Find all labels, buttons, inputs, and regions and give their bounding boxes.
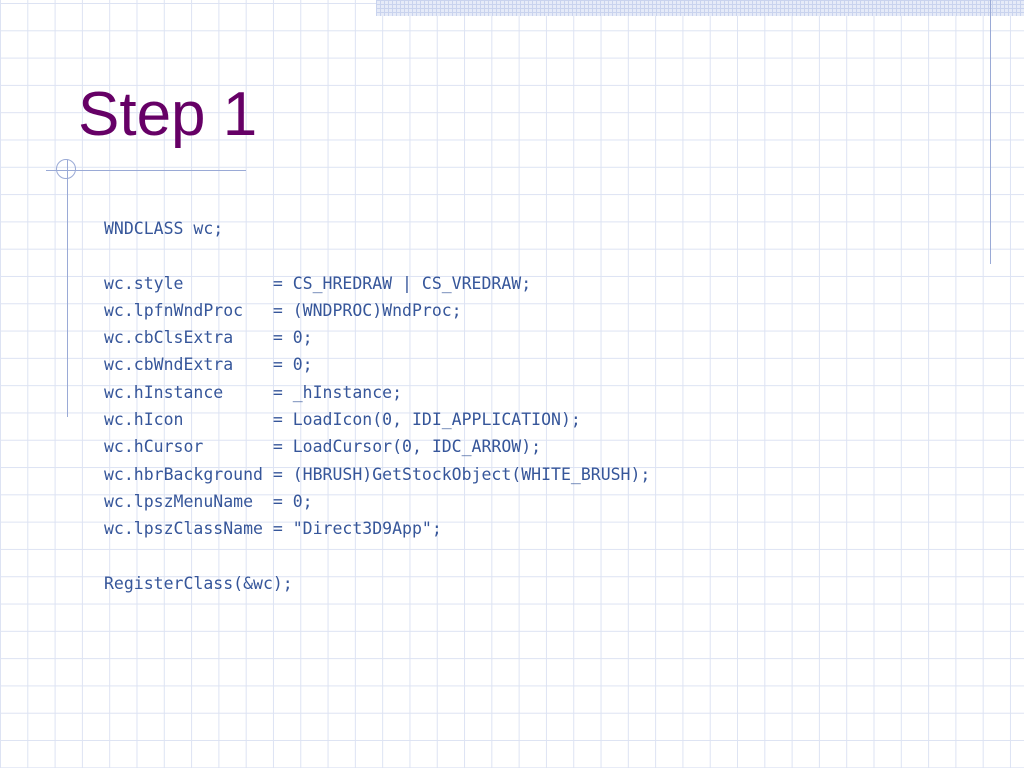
code-line-blank xyxy=(104,543,650,570)
code-line: wc.cbClsExtra = 0; xyxy=(104,328,313,348)
slide-title: Step 1 xyxy=(78,80,258,149)
decorative-left-rule xyxy=(67,160,68,417)
code-line: wc.style = CS_HREDRAW | CS_VREDRAW; xyxy=(104,273,532,293)
code-line: wc.hIcon = LoadIcon(0, IDI_APPLICATION); xyxy=(104,410,581,430)
code-line: wc.hbrBackground = (HBRUSH)GetStockObjec… xyxy=(104,464,651,484)
decorative-ring-icon xyxy=(56,159,76,179)
code-line: WNDCLASS wc; xyxy=(104,219,224,238)
code-line: wc.lpszMenuName = 0; xyxy=(104,491,313,511)
code-block: WNDCLASS wc; wc.style = CS_HREDRAW | CS_… xyxy=(104,215,650,597)
code-line: wc.hCursor = LoadCursor(0, IDC_ARROW); xyxy=(104,437,542,457)
code-line-blank xyxy=(104,242,650,269)
code-line: wc.lpszClassName = "Direct3D9App"; xyxy=(104,519,442,539)
code-line: wc.lpfnWndProc = (WNDPROC)WndProc; xyxy=(104,300,462,320)
decorative-top-band xyxy=(376,0,1024,16)
decorative-right-rule xyxy=(990,0,991,264)
code-line: RegisterClass(&wc); xyxy=(104,573,293,593)
code-line: wc.cbWndExtra = 0; xyxy=(104,355,313,375)
title-underline-rule xyxy=(46,170,246,171)
code-line: wc.hInstance = _hInstance; xyxy=(104,382,403,402)
